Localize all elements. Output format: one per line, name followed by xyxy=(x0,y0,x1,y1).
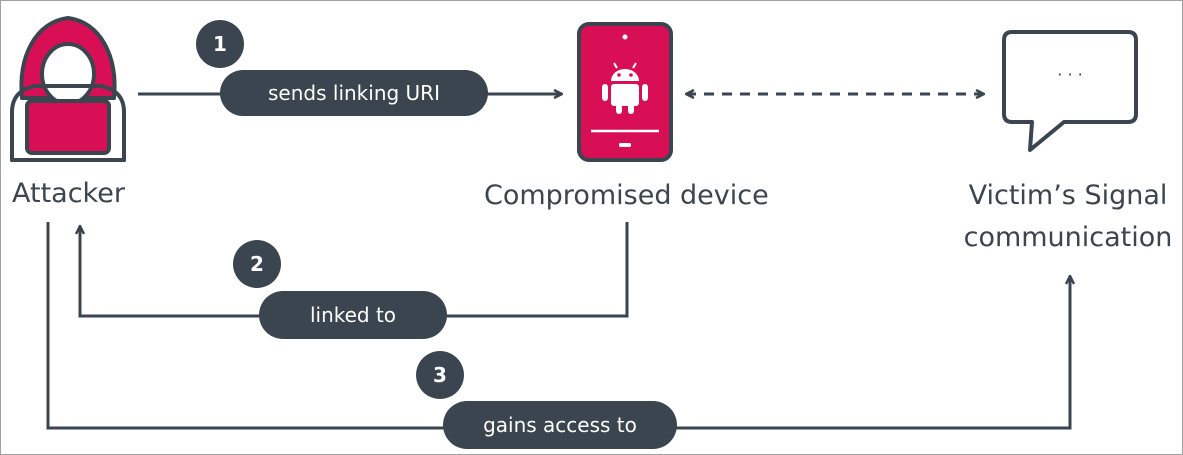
step-label: sends linking URI xyxy=(268,81,440,105)
signal-label-line2: communication xyxy=(964,222,1173,253)
step-2: 2 linked to xyxy=(233,240,447,339)
step-pill xyxy=(443,401,677,449)
step-1: 1 sends linking URI xyxy=(196,20,488,116)
step-label: gains access to xyxy=(483,413,637,437)
step-number: 2 xyxy=(250,252,264,276)
step-pill xyxy=(259,291,447,339)
device-label: Compromised device xyxy=(484,180,769,211)
chat-bubble-icon xyxy=(1002,30,1138,152)
step-number-badge xyxy=(416,351,464,399)
signal-label-line1: Victim’s Signal xyxy=(969,180,1168,211)
hacker-icon xyxy=(10,16,126,162)
step-number-badge xyxy=(196,20,244,68)
chat-bubble-dots: · · · xyxy=(1057,65,1082,84)
step-number-badge xyxy=(233,240,281,288)
step-3: 3 gains access to xyxy=(416,351,677,449)
step-number: 1 xyxy=(213,32,227,56)
step-number: 3 xyxy=(433,363,447,387)
step-pill xyxy=(220,70,488,116)
android-phone-icon xyxy=(577,22,673,162)
attacker-label: Attacker xyxy=(12,178,126,209)
step-label: linked to xyxy=(310,303,396,327)
